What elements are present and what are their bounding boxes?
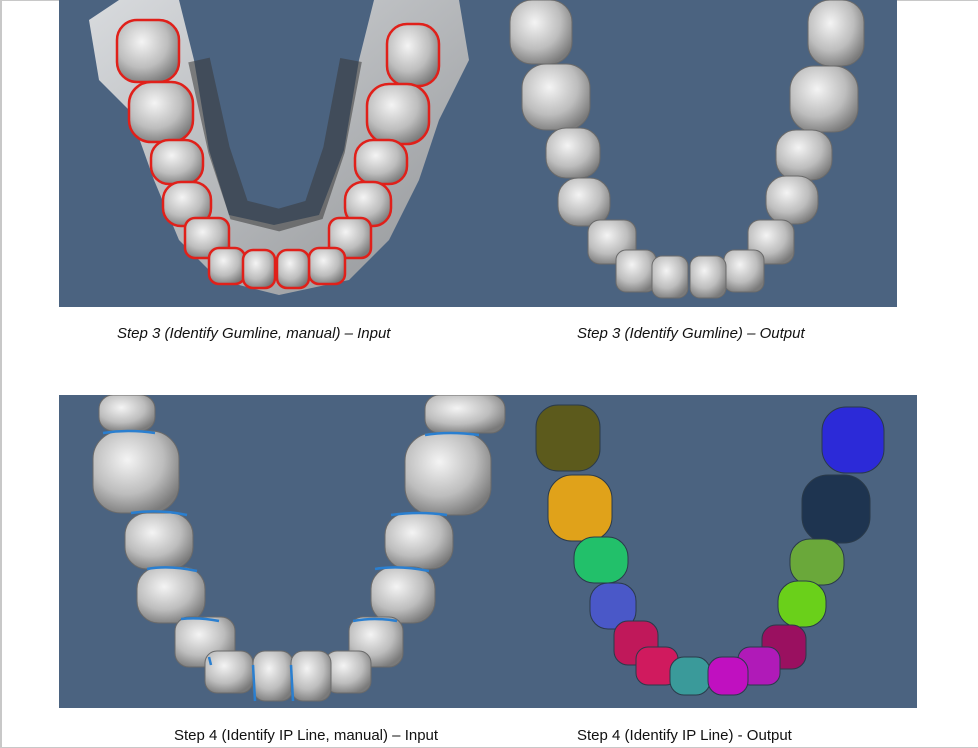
step4-output-image [522, 395, 917, 708]
tooth-segment [777, 580, 827, 628]
dental-arch-with-gumline-icon [89, 0, 469, 295]
tooth-segment [547, 474, 613, 542]
tooth-segment [573, 536, 629, 584]
tooth-segment [821, 406, 885, 474]
step4-output-caption: Step 4 (Identify IP Line) - Output [577, 727, 792, 744]
tooth-segment [589, 582, 637, 630]
step3-input-caption: Step 3 (Identify Gumline, manual) – Inpu… [117, 325, 391, 342]
tooth-segment [669, 656, 711, 696]
step3-output-caption: Step 3 (Identify Gumline) – Output [577, 325, 805, 342]
dental-arch-teeth-gray-icon [509, 0, 865, 299]
step3-input-image [59, 0, 492, 307]
dental-arch-with-ip-lines-icon [92, 395, 506, 702]
segmented-teeth-colored-icon [535, 404, 885, 696]
tooth-segment [789, 538, 845, 586]
tooth-segment [707, 656, 749, 696]
tooth-segment [801, 474, 871, 544]
tooth-segment [535, 404, 601, 472]
step4-input-caption: Step 4 (Identify IP Line, manual) – Inpu… [174, 727, 439, 744]
step3-output-image [492, 0, 897, 307]
step4-input-image [59, 395, 522, 708]
